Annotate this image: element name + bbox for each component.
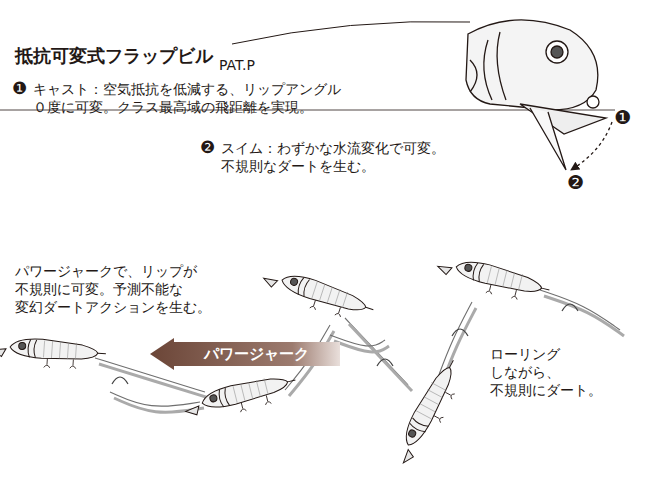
callout-number: ❷ — [567, 172, 588, 193]
lure-figure — [434, 253, 551, 308]
motion-mark — [452, 329, 468, 336]
motion-shade — [334, 341, 389, 352]
motion-shade — [544, 296, 624, 336]
arrow-fill — [150, 338, 340, 370]
motion-mark — [562, 304, 578, 311]
callout-number: ❶ — [614, 107, 635, 128]
motion-line — [437, 302, 472, 380]
lure-figure — [182, 370, 299, 425]
note-text: スイム：わずかな水流変化で可変。 不規則なダートを生む。 — [221, 139, 448, 175]
lure-figure — [259, 265, 376, 327]
callout-number: ❷ — [200, 138, 219, 157]
patent-mark: PAT.P — [219, 56, 258, 74]
note-text: パワージャークで、リップが 不規則に可変。予測不能な 変幻ダートアクションを生む… — [15, 262, 214, 316]
motion-mark — [112, 377, 128, 384]
note-text: ローリング しながら、 不規則にダート。 — [490, 345, 605, 399]
motion-shade — [349, 324, 412, 391]
band-label: パワージャーク — [150, 338, 340, 370]
note-text: キャスト：空気抵抗を低減する、リップアングル ０度に可変。クラス最高域の飛距離を… — [33, 80, 344, 116]
motion-line — [110, 392, 200, 406]
callout-number: ❶ — [12, 79, 31, 98]
lure-figure — [391, 356, 469, 470]
frame-line — [232, 21, 470, 44]
arrow-band: パワージャーク — [150, 338, 340, 370]
motion-shade — [99, 364, 209, 398]
title: 抵抗可変式フラップビル — [15, 47, 213, 65]
lure-head — [466, 20, 612, 170]
lure-figure — [0, 336, 107, 372]
motion-mark — [377, 359, 393, 366]
